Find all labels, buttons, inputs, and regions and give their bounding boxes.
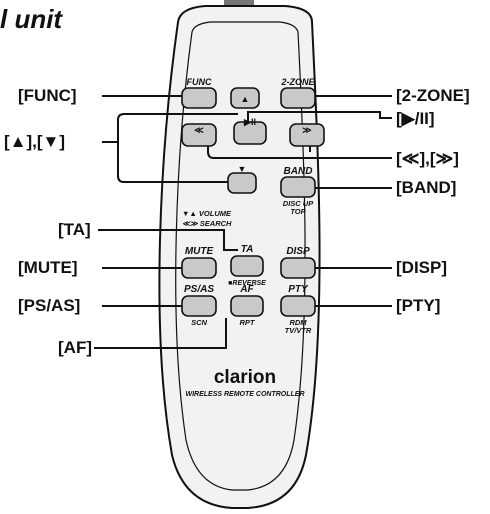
scn-label: SCN: [191, 318, 207, 327]
func-button[interactable]: [181, 87, 217, 109]
callout-pty: [PTY]: [396, 296, 441, 315]
callout-psas: [PS/AS]: [18, 296, 81, 315]
leader-down: [117, 142, 228, 183]
ta-button[interactable]: [230, 255, 264, 277]
callout-disp: [DISP]: [396, 258, 447, 277]
leader-rew: [207, 140, 392, 159]
callout-func: [FUNC]: [18, 86, 77, 105]
clarion-logo: clarion: [214, 367, 276, 388]
disp-button[interactable]: [280, 257, 316, 279]
af-button[interactable]: [230, 295, 264, 317]
psas-label: PS/AS: [184, 284, 214, 295]
volume-legend: ▼▲ VOLUME: [182, 209, 232, 218]
band-label: BAND: [284, 166, 313, 177]
leader-af: [94, 318, 227, 349]
fast-forward-glyph: ≫: [302, 125, 311, 135]
leader-lines: [94, 95, 392, 349]
callout-ta: [TA]: [58, 220, 91, 239]
reverse-label: ■REVERSE: [228, 280, 266, 287]
psas-button[interactable]: [181, 295, 217, 317]
pty-label: PTY: [288, 284, 309, 295]
up-button[interactable]: [230, 87, 260, 109]
fast-forward-button[interactable]: [289, 123, 325, 147]
pty-button[interactable]: [280, 295, 316, 317]
top-label: TOP: [290, 207, 306, 216]
ir-window: [224, 0, 254, 6]
down-glyph: ▼: [238, 164, 247, 174]
remote-face-outline: [175, 21, 306, 491]
callout-2zone: [2-ZONE]: [396, 86, 470, 105]
down-button[interactable]: [227, 172, 257, 194]
callout-af: [AF]: [58, 338, 92, 357]
search-legend: ≪≫ SEARCH: [182, 219, 232, 228]
leader-ta: [98, 229, 238, 251]
section-heading: l unit: [0, 4, 63, 34]
af-label: AF: [239, 284, 254, 295]
play-pause-button[interactable]: [233, 121, 267, 145]
remote-tagline: WIRELESS REMOTE CONTROLLER: [186, 391, 305, 398]
callout-play-pause: [▶/II]: [396, 109, 435, 128]
disc-up-label: DISC UP: [283, 199, 314, 208]
up-glyph: ▲: [241, 94, 250, 104]
func-label: FUNC: [187, 77, 212, 87]
callout-up-down: [▲],[▼]: [4, 132, 66, 151]
rewind-button[interactable]: [181, 123, 217, 147]
two-zone-label: 2-ZONE: [280, 77, 315, 87]
callout-rew-ff: [≪],[≫]: [396, 149, 459, 168]
callout-band: [BAND]: [396, 178, 457, 197]
rdm-label: RDM: [289, 318, 307, 327]
leader-play: [247, 111, 392, 130]
band-button[interactable]: [280, 176, 316, 198]
tv-vtr-label: TV/VTR: [285, 326, 312, 335]
leader-up: [102, 113, 238, 143]
button-shapes: [181, 87, 325, 317]
rewind-glyph: ≪: [194, 125, 203, 135]
two-zone-button[interactable]: [280, 87, 316, 109]
disp-label: DISP: [286, 246, 310, 257]
play-pause-glyph: ▶II: [243, 117, 256, 127]
ta-label: TA: [241, 244, 254, 255]
mute-label: MUTE: [185, 246, 214, 257]
callout-mute: [MUTE]: [18, 258, 78, 277]
mute-button[interactable]: [181, 257, 217, 279]
rpt-label: RPT: [240, 318, 256, 327]
